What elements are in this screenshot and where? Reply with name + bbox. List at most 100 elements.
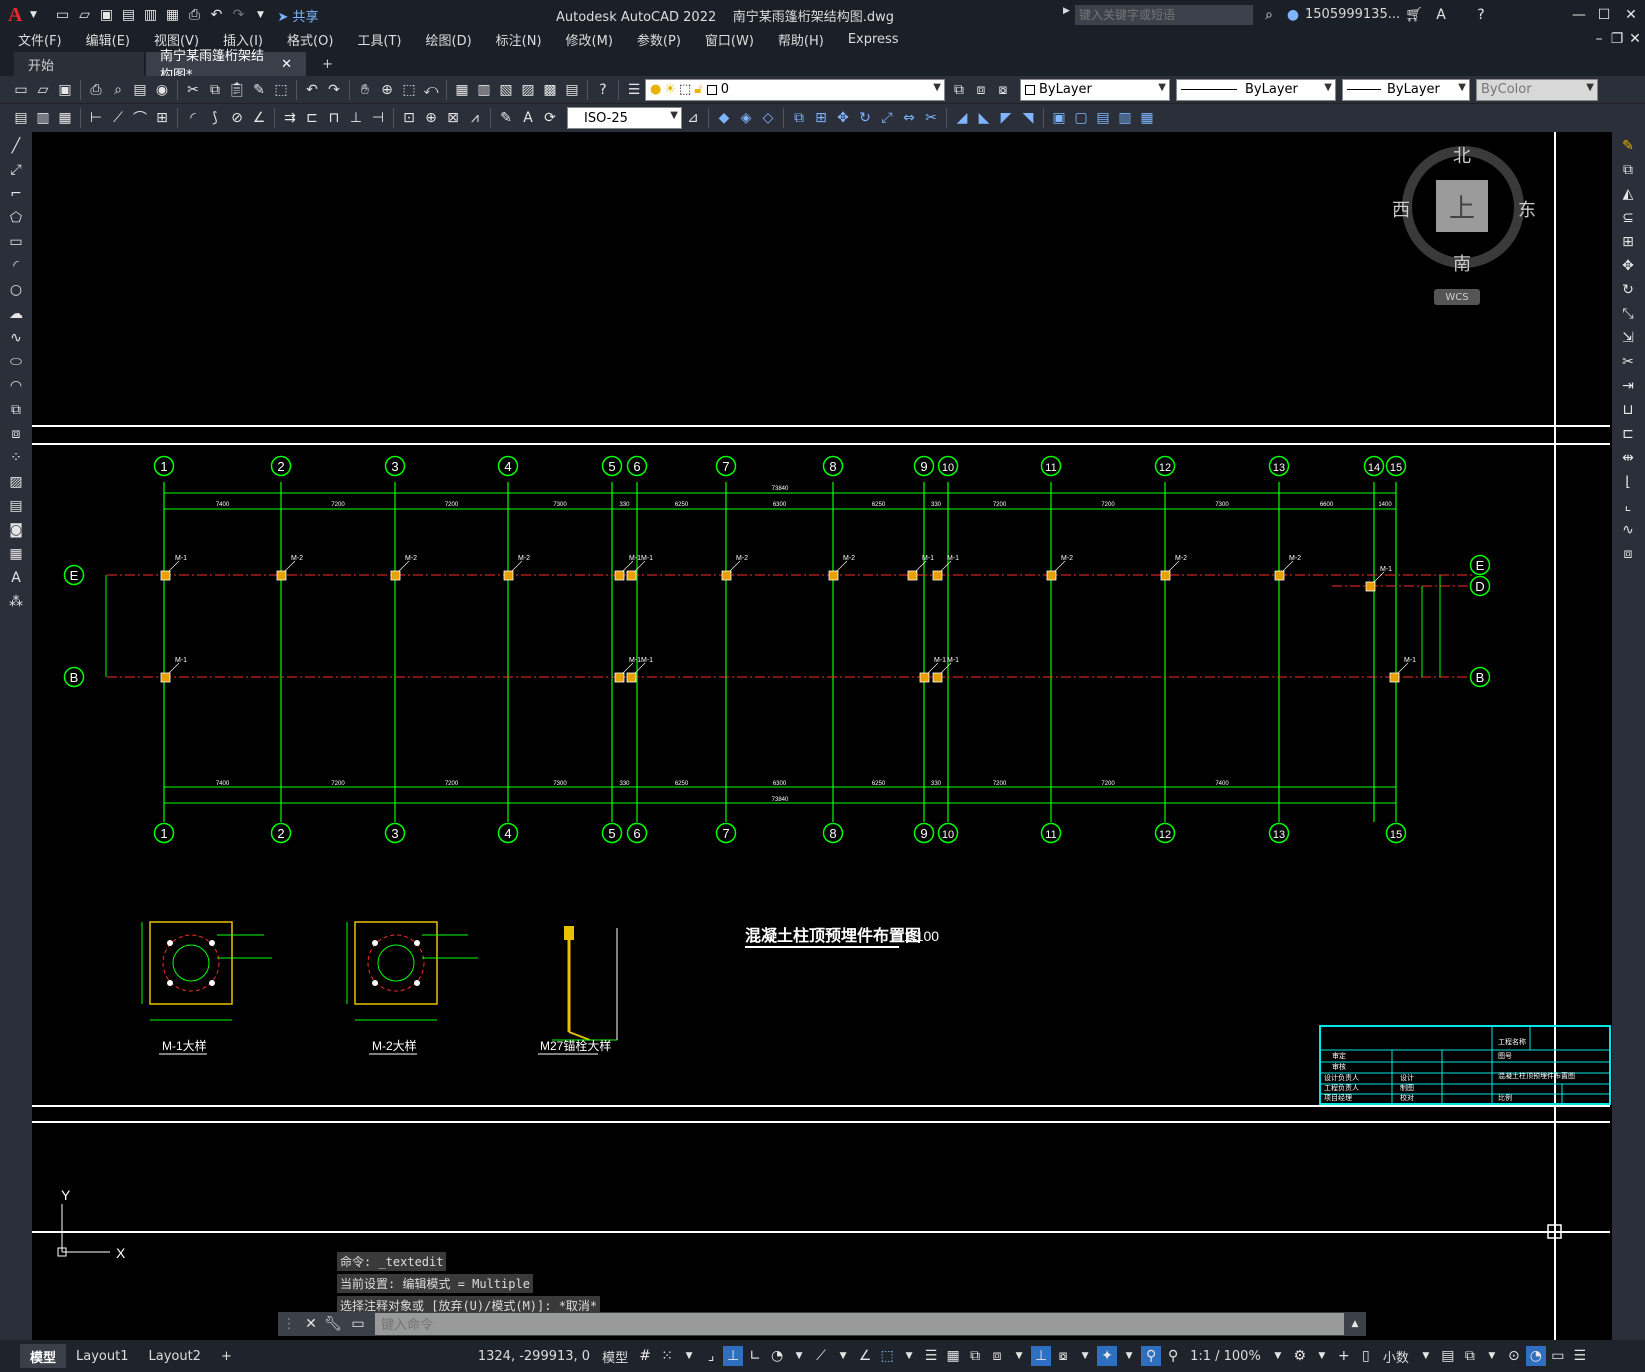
erase-icon[interactable]: ✎: [1622, 138, 1634, 154]
dim-break-icon[interactable]: ⊣: [371, 110, 385, 126]
lock-ui-icon[interactable]: ⧉: [1464, 1348, 1475, 1364]
layer-properties-icon[interactable]: ☰: [627, 81, 641, 98]
line-icon[interactable]: ╱: [11, 138, 21, 154]
angular-dim-icon[interactable]: ∠: [252, 110, 266, 126]
save-icon[interactable]: ▣: [99, 7, 114, 23]
help-icon[interactable]: ?: [599, 81, 607, 98]
hatch-icon[interactable]: ▨: [9, 474, 23, 490]
offset-icon[interactable]: ⧉: [794, 110, 804, 126]
pan-icon[interactable]: ✋︎: [361, 81, 369, 98]
center-mark-icon[interactable]: ⊕: [425, 110, 437, 126]
calculator-icon[interactable]: ▤: [565, 81, 579, 98]
chamfer-icon[interactable]: ◣: [978, 110, 990, 126]
user-name[interactable]: 1505999135...: [1305, 7, 1401, 22]
tolerance-icon[interactable]: ⊡: [403, 110, 415, 126]
block-editor-icon[interactable]: ⬚: [274, 81, 288, 98]
expand-search-icon[interactable]: ▶: [1063, 6, 1070, 16]
search-icon[interactable]: ⌕: [1265, 7, 1273, 23]
menu-express[interactable]: Express: [847, 31, 899, 47]
object-snap-icon[interactable]: ⬚: [880, 1348, 894, 1364]
viewcube-west[interactable]: 西: [1392, 200, 1410, 221]
revision-cloud-icon[interactable]: ☁︎: [9, 306, 23, 322]
explode-icon[interactable]: ◥: [1022, 110, 1034, 126]
title-block[interactable]: [1319, 1025, 1611, 1105]
snap-icon[interactable]: ⁙: [661, 1348, 673, 1364]
help-icon[interactable]: ?: [1477, 7, 1485, 23]
web-open-icon[interactable]: ▥: [143, 7, 158, 23]
units-icon[interactable]: ▯: [1361, 1348, 1370, 1364]
share-button[interactable]: ➤ 共享: [277, 9, 319, 25]
publish-icon[interactable]: ▤: [133, 81, 147, 98]
command-history-toggle-icon[interactable]: ▲: [1351, 1319, 1359, 1329]
menu-format[interactable]: 格式(O): [287, 33, 334, 49]
3d-object-snap-icon[interactable]: ⧈: [992, 1348, 1002, 1364]
menu-file[interactable]: 文件(F): [18, 33, 62, 49]
chevron-down-icon[interactable]: ▼: [1125, 1351, 1133, 1361]
command-input[interactable]: [375, 1313, 1344, 1335]
infer-constraints-icon[interactable]: ⌟: [707, 1348, 715, 1364]
extend-icon[interactable]: ⇥: [1622, 378, 1634, 394]
customize-icon[interactable]: 🔧︎: [324, 1316, 342, 1332]
layer-icon[interactable]: ▤: [14, 110, 28, 126]
dim-space-icon[interactable]: ⊥: [349, 110, 363, 126]
save-as-icon[interactable]: ▤: [121, 7, 136, 23]
isolate-objects-icon[interactable]: ⊙: [1507, 1348, 1520, 1364]
chevron-down-icon[interactable]: ▼: [29, 10, 37, 20]
move-icon[interactable]: ✥: [1622, 258, 1634, 274]
fillet-icon[interactable]: ◢: [956, 110, 968, 126]
add-selected-icon[interactable]: ⁂: [9, 594, 23, 610]
zoom-realtime-icon[interactable]: ⊕: [381, 81, 393, 98]
detail-m2[interactable]: M-2大样: [346, 921, 478, 1055]
polar-tracking-icon[interactable]: ◔: [770, 1348, 784, 1364]
customize-qat-icon[interactable]: ▼: [256, 10, 264, 20]
stretch-icon[interactable]: ⇔: [903, 110, 915, 126]
web-save-icon[interactable]: ▦: [165, 7, 180, 23]
rectangle-icon[interactable]: ▭: [9, 234, 23, 250]
chevron-down-icon[interactable]: ▼: [839, 1351, 847, 1361]
viewcube[interactable]: 上: [1402, 146, 1524, 268]
auto-scale-icon[interactable]: ⚲: [1167, 1348, 1179, 1364]
viewcube-south[interactable]: 南: [1453, 254, 1471, 275]
menu-modify[interactable]: 修改(M): [565, 33, 613, 49]
xref-icon[interactable]: ▥: [1118, 110, 1132, 126]
selection-cycling-icon[interactable]: ⧉: [970, 1348, 981, 1364]
menu-dimension[interactable]: 标注(N): [495, 33, 542, 49]
zoom-previous-icon[interactable]: ⤺: [423, 81, 439, 98]
tab-layout1[interactable]: Layout1: [66, 1344, 138, 1368]
explode-icon[interactable]: ⧈: [1623, 546, 1633, 562]
viewcube-top-face[interactable]: 上: [1436, 180, 1488, 232]
wcs-menu[interactable]: WCS: [1434, 289, 1480, 305]
polyline-icon[interactable]: ⌐: [10, 186, 22, 202]
chevron-down-icon[interactable]: ▼: [1274, 1351, 1282, 1361]
annotation-scale[interactable]: 1:1 / 100%: [1190, 1348, 1261, 1364]
tab-document[interactable]: 南宁某雨篷桁架结构图*✕: [146, 49, 306, 83]
menu-draw[interactable]: 绘图(D): [425, 33, 472, 49]
chamfer-icon[interactable]: ⌊: [1625, 474, 1631, 490]
object-snap-tracking-icon[interactable]: ∠: [858, 1348, 872, 1364]
diameter-dim-icon[interactable]: ⊘: [231, 110, 243, 126]
close-command-icon[interactable]: ✕: [305, 1316, 317, 1332]
menu-help[interactable]: 帮助(H): [777, 33, 824, 49]
redo-icon[interactable]: ↷: [232, 7, 245, 23]
blend-curves-icon[interactable]: ∿: [1622, 522, 1634, 538]
make-block-icon[interactable]: ⧈: [11, 426, 21, 442]
hardware-acceleration-icon[interactable]: ◔: [1525, 1346, 1546, 1366]
chevron-down-icon[interactable]: ▼: [685, 1351, 693, 1361]
coordinates-readout[interactable]: 1324, -299913, 0: [477, 1348, 591, 1364]
scale-icon[interactable]: ⤡: [1622, 306, 1634, 322]
paste-icon[interactable]: 📋︎: [228, 81, 246, 98]
redo-icon[interactable]: ↷: [328, 81, 340, 98]
save-icon[interactable]: ▣: [58, 81, 72, 98]
add-layout-button[interactable]: +: [211, 1344, 242, 1368]
match-properties-icon[interactable]: ✎: [253, 81, 265, 98]
lineweight-icon[interactable]: ☰: [924, 1348, 938, 1364]
rotate-icon[interactable]: ↻: [859, 110, 871, 126]
drag-handle-icon[interactable]: ⋮: [282, 1316, 296, 1332]
chevron-down-icon[interactable]: ▼: [1488, 1351, 1496, 1361]
zoom-window-icon[interactable]: ⬚: [402, 81, 416, 98]
chevron-down-icon[interactable]: ▼: [1081, 1351, 1089, 1361]
copy-icon[interactable]: ⧉: [210, 81, 220, 98]
insert-block-icon[interactable]: ▣: [1052, 110, 1066, 126]
make-current-layer-icon[interactable]: ⧉: [954, 81, 964, 98]
